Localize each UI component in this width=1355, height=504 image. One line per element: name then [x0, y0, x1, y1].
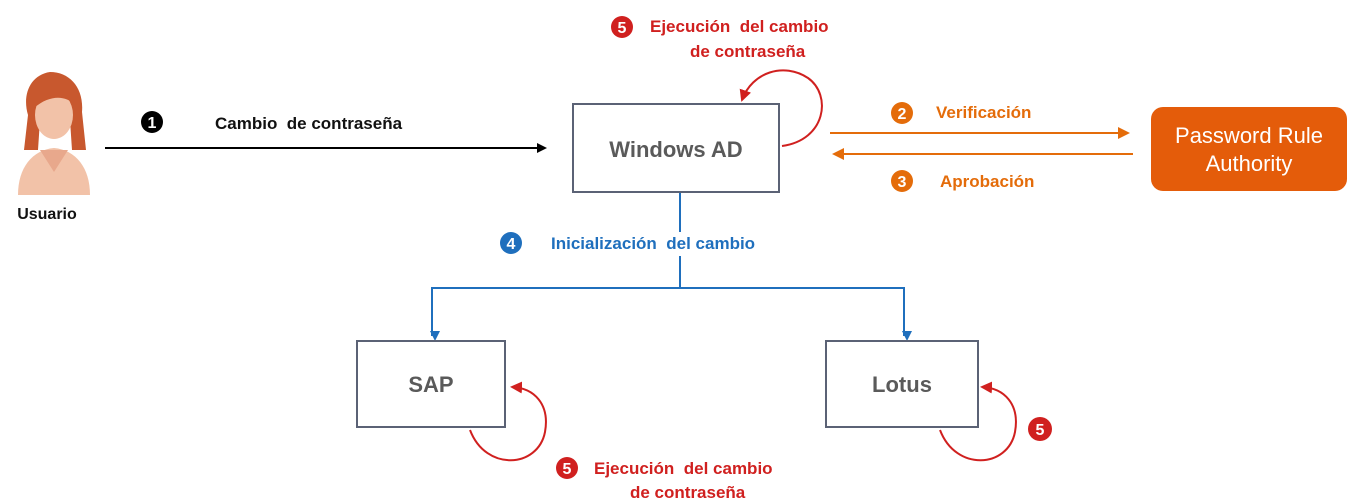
lotus-label: Lotus: [872, 372, 932, 397]
sap-label: SAP: [408, 372, 453, 397]
step1-badge: [141, 111, 163, 133]
sap-self-loop: [469, 381, 547, 462]
sap-node: [356, 340, 506, 428]
step2-badge: [891, 102, 913, 124]
windows-ad-self-loop: [739, 69, 823, 147]
step3-number: 3: [898, 174, 907, 191]
password-rule-authority-line2: Authority: [1206, 151, 1293, 176]
step5-top-line1: Ejecución del cambio: [650, 17, 829, 36]
step5-sap-line1: Ejecución del cambio: [594, 459, 773, 478]
step5-sap-number: 5: [563, 461, 572, 478]
lotus-node: [825, 340, 979, 428]
user-avatar-icon: [18, 72, 90, 195]
windows-ad-label: Windows AD: [609, 137, 742, 162]
step5-sap-line2: de contraseña: [630, 483, 746, 502]
user-label: Usuario: [17, 206, 77, 223]
arrow-to-lotus: [680, 287, 912, 341]
step3-label: Aprobación: [940, 172, 1034, 191]
step5-top-number: 5: [618, 20, 627, 37]
step4-number: 4: [507, 236, 516, 253]
step3-badge: [891, 170, 913, 192]
password-rule-authority-node: [1151, 107, 1347, 191]
arrow-to-sap: [430, 287, 680, 341]
step5-lotus-number: 5: [1036, 422, 1045, 439]
step1-number: 1: [148, 115, 157, 132]
step4-label: Inicialización del cambio: [551, 234, 755, 253]
step5-sap-badge: [556, 457, 578, 479]
step4-badge: [500, 232, 522, 254]
step2-label: Verificación: [936, 103, 1031, 122]
step2-number: 2: [898, 106, 907, 123]
step5-top-badge: [611, 16, 633, 38]
step5-top-line2: de contraseña: [690, 42, 806, 61]
step5-lotus-badge: [1028, 417, 1052, 441]
password-rule-authority-line1: Password Rule: [1175, 123, 1323, 148]
windows-ad-node: [572, 103, 780, 193]
lotus-self-loop: [939, 381, 1017, 462]
step1-label: Cambio de contraseña: [215, 114, 403, 133]
